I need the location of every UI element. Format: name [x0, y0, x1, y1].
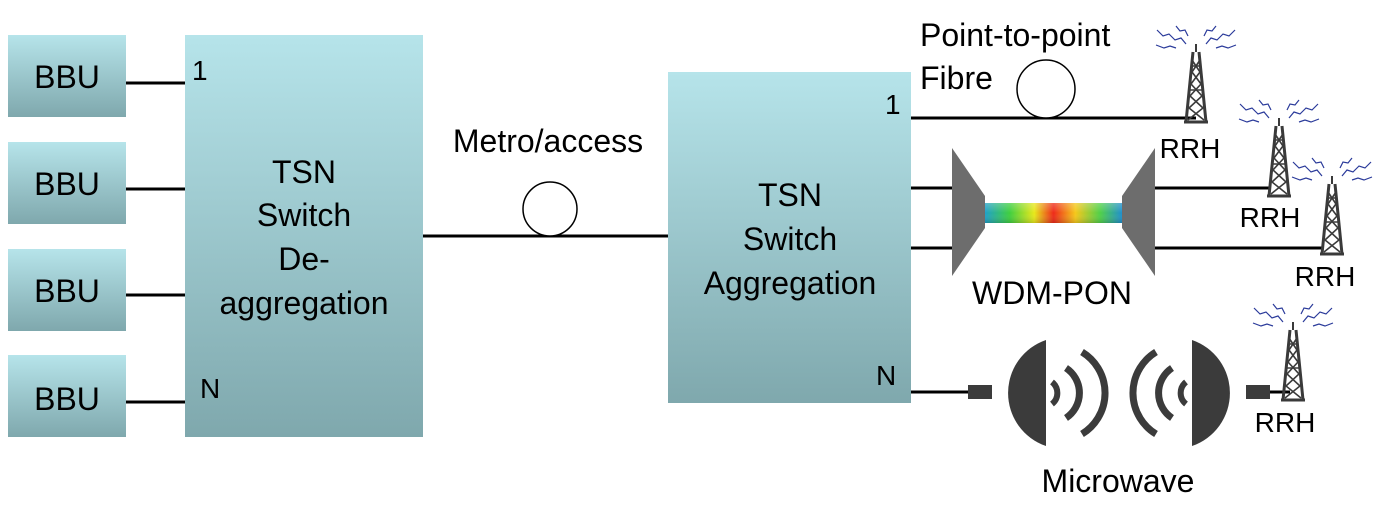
antenna-tower-icon	[1290, 156, 1374, 256]
bbu-box-2	[8, 142, 126, 224]
agg-line-1: TSN	[758, 177, 822, 213]
deagg-line-4: aggregation	[219, 285, 388, 321]
bbu-label-3: BBU	[34, 273, 100, 309]
rrh-tower-2: RRH	[1237, 98, 1321, 233]
metro-fibre-coil	[522, 181, 578, 237]
deagg-line-1: TSN	[272, 154, 336, 190]
deagg-port-n: N	[200, 373, 220, 404]
agg-port-n: N	[876, 360, 896, 391]
deagg-line-3: De-	[278, 241, 330, 277]
bbu-group: BBU BBU BBU BBU	[8, 35, 126, 437]
bbu-label-2: BBU	[34, 166, 100, 202]
rrh-tower-4: RRH	[1251, 302, 1335, 438]
microwave-dish-left	[1008, 340, 1046, 446]
antenna-tower-icon	[1237, 98, 1321, 198]
p2p-fibre-coil	[1016, 59, 1076, 119]
bbu-box-3	[8, 249, 126, 331]
antenna-tower-icon	[1154, 24, 1238, 124]
microwave-wave-right-3	[1129, 349, 1158, 437]
tsn-aggregation-switch	[668, 72, 911, 403]
rrh-tower-3: RRH	[1290, 156, 1374, 292]
microwave-wave-right-2	[1155, 365, 1175, 421]
rrh-label-2: RRH	[1240, 202, 1301, 233]
agg-line-3: Aggregation	[704, 265, 877, 301]
p2p-label-line-1: Point-to-point	[920, 17, 1110, 53]
rrh-label-1: RRH	[1160, 133, 1221, 164]
microwave-link: Microwave	[911, 340, 1290, 499]
microwave-wave-right-1	[1177, 379, 1189, 407]
metro-label: Metro/access	[453, 123, 643, 159]
rrh-tower-1: RRH	[1154, 24, 1238, 164]
deagg-line-2: Switch	[257, 197, 351, 233]
wdm-pon: WDM-PON	[911, 148, 1322, 311]
bbu-label-1: BBU	[34, 59, 100, 95]
agg-port-1: 1	[885, 89, 901, 120]
rrh-label-3: RRH	[1295, 261, 1356, 292]
bbu-label-4: BBU	[34, 381, 100, 417]
tsn-deaggregation-switch	[185, 35, 423, 437]
bbu-links	[126, 81, 185, 404]
wdm-pon-label: WDM-PON	[972, 275, 1132, 311]
bbu-box-4	[8, 355, 126, 437]
microwave-wave-left-1	[1049, 379, 1061, 407]
p2p-label-line-2: Fibre	[920, 60, 993, 96]
microwave-wave-left-3	[1080, 349, 1109, 437]
bbu-box-1	[8, 35, 126, 117]
agg-line-2: Switch	[743, 221, 837, 257]
rrh-label-4: RRH	[1255, 407, 1316, 438]
wdm-mux-right	[1122, 148, 1155, 276]
deagg-port-1: 1	[192, 55, 208, 86]
microwave-wave-left-2	[1063, 365, 1083, 421]
microwave-label: Microwave	[1042, 463, 1195, 499]
wdm-mux-left	[952, 148, 985, 276]
microwave-dish-right	[1192, 340, 1230, 446]
